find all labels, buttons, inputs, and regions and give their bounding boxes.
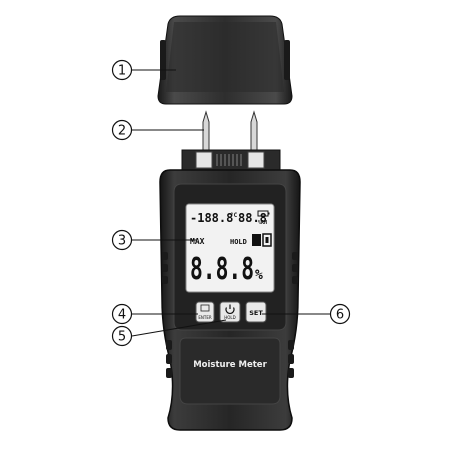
lcd-top-left-unit: °C [230, 212, 238, 219]
enter-button[interactable]: ENTER [195, 301, 215, 323]
mode-indicator-icon [252, 233, 272, 247]
callout-6-number: 6 [336, 308, 344, 323]
callout-5-number: 5 [118, 330, 126, 345]
callout-leaders [131, 69, 330, 337]
hold-button[interactable]: HOLD [219, 301, 241, 323]
callout-1-number: 1 [118, 64, 126, 79]
callout-3-number: 3 [118, 234, 126, 249]
set-button-label: SET [249, 309, 263, 317]
probe-head [181, 149, 281, 171]
battery-icon [257, 210, 270, 217]
lcd-top-right-unit: %RH [258, 220, 267, 226]
callout-3: 3 [111, 229, 133, 251]
lcd-hold-label: HOLD [230, 238, 247, 246]
lcd-display: -188.8 °C 88.8 %RH MAX HOLD 8.8.8 % [185, 203, 275, 293]
probe-pins [202, 110, 258, 151]
callout-1: 1 [111, 59, 133, 81]
device-name-label: Moisture Meter [193, 360, 267, 370]
callout-4-number: 4 [118, 308, 126, 323]
hold-button-label: HOLD [224, 315, 235, 320]
enter-button-label: ENTER [198, 315, 211, 320]
power-icon [225, 304, 235, 315]
callout-6: 6 [329, 303, 351, 325]
callout-2: 2 [111, 119, 133, 141]
lcd-max-label: MAX [190, 237, 205, 246]
lcd-top-right-value: 88.8 [238, 211, 267, 225]
lcd-top-left-value: -188.8 [190, 211, 233, 225]
callout-5: 5 [111, 325, 133, 347]
callout-2-number: 2 [118, 124, 126, 139]
lcd-main-unit: % [255, 268, 263, 283]
protective-cap [157, 15, 293, 105]
set-button[interactable]: SET [245, 301, 267, 323]
lcd-main-value: 8.8.8 [190, 252, 254, 287]
callout-4: 4 [111, 303, 133, 325]
